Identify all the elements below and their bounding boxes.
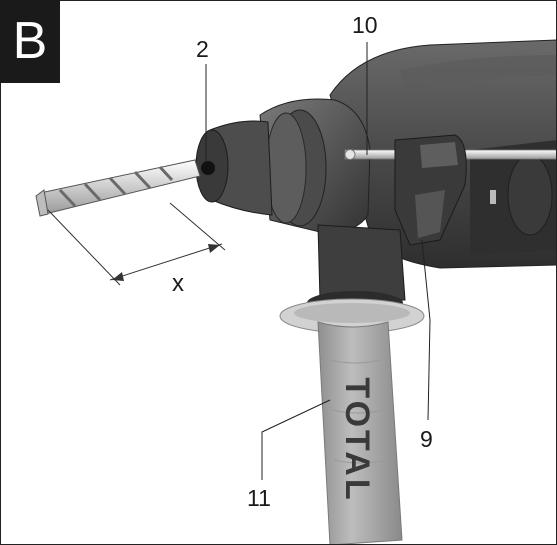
dimension-indicator: x [47,202,226,297]
panel-letter: B [0,0,60,83]
auxiliary-handle [317,321,403,545]
dimension-label: x [172,270,184,297]
handle-collar [279,224,425,334]
handle-logo: TOTAL [338,377,376,502]
callout-depth-gauge-rod: 10 [352,12,378,38]
drill-bit [35,159,201,217]
callout-depth-gauge-clamp: 9 [420,426,433,452]
leader-lines [205,42,431,480]
depth-gauge-clamp [394,134,467,246]
callout-auxiliary-handle: 11 [247,485,271,511]
chuck [195,120,273,216]
callout-chuck: 2 [196,36,209,62]
